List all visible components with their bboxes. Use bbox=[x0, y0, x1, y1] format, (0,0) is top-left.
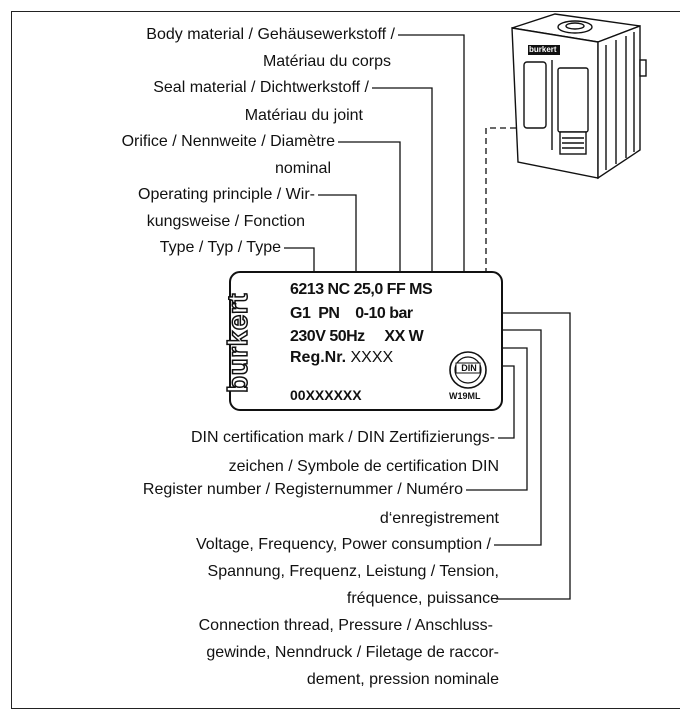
leader-operating bbox=[318, 194, 357, 274]
diagram-frame bbox=[11, 11, 680, 709]
leader-body-material bbox=[398, 34, 465, 274]
device-brand: burkert bbox=[529, 45, 557, 54]
leader-seal-material bbox=[372, 87, 433, 274]
plate-serial: 00XXXXXX bbox=[290, 387, 362, 403]
device-drawing bbox=[511, 13, 647, 180]
label-voltage-1: Voltage, Frequency, Power consumption / bbox=[196, 536, 491, 553]
label-register-2: d‘enregistrement bbox=[379, 510, 499, 527]
label-operating-2: kungsweise / Fonction bbox=[146, 213, 305, 230]
label-orifice-1: Orifice / Nennweite / Diamètre bbox=[121, 133, 335, 150]
label-body-material-2: Matériau du corps bbox=[262, 53, 391, 70]
label-connection-2: gewinde, Nenndruck / Filetage de raccor- bbox=[206, 644, 499, 661]
plate-reg: Reg.Nr. XXXX bbox=[290, 349, 393, 367]
label-operating-1: Operating principle / Wir- bbox=[138, 186, 315, 203]
label-body-material-1: Body material / Gehäusewerkstoff / bbox=[146, 26, 395, 43]
device-brand-badge bbox=[528, 45, 560, 55]
plate-reg-label: Reg.Nr. bbox=[290, 349, 347, 366]
plate-line-3: 230V 50Hz XX W bbox=[290, 328, 424, 345]
label-connection-1: Connection thread, Pressure / Anschluss- bbox=[198, 617, 493, 634]
plate-reg-value: XXXX bbox=[350, 349, 394, 366]
label-seal-material-2: Matériau du joint bbox=[244, 107, 363, 124]
label-register-1: Register number / Registernummer / Numér… bbox=[142, 481, 463, 498]
label-connection-3: dement, pression nominale bbox=[306, 671, 499, 688]
plate-line-1: 6213 NC 25,0 FF MS bbox=[290, 281, 433, 298]
leader-device-link bbox=[485, 127, 536, 272]
nameplate-brand: burkert bbox=[221, 292, 254, 393]
label-seal-material-1: Seal material / Dichtwerkstoff / bbox=[153, 79, 369, 96]
nameplate bbox=[229, 271, 503, 411]
din-mark-text: DIN bbox=[461, 363, 477, 373]
leader-type bbox=[284, 247, 315, 274]
leader-connection bbox=[496, 312, 571, 600]
label-type: Type / Typ / Type bbox=[159, 239, 281, 256]
label-din-2: zeichen / Symbole de certification DIN bbox=[228, 458, 499, 475]
din-mark-sub: W19ML bbox=[449, 391, 481, 401]
label-voltage-2: Spannung, Frequenz, Leistung / Tension, bbox=[207, 563, 499, 580]
label-din-1: DIN certification mark / DIN Zertifizier… bbox=[190, 429, 495, 446]
label-voltage-3: fréquence, puissance bbox=[346, 590, 499, 607]
leader-orifice bbox=[338, 141, 401, 274]
plate-line-2: G1 PN 0-10 bar bbox=[290, 305, 413, 322]
label-orifice-2: nominal bbox=[274, 160, 331, 177]
din-mark-icon bbox=[449, 351, 487, 389]
